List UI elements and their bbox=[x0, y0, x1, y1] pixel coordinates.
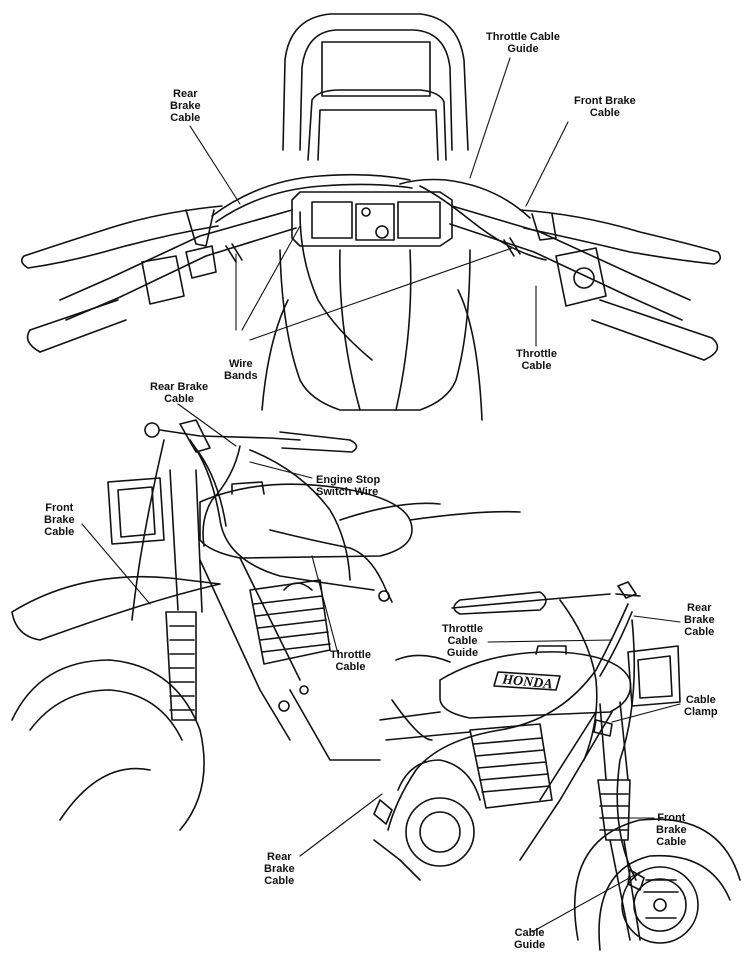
label-throttle-cable-guide-right: Throttle Cable Guide bbox=[442, 623, 483, 659]
right-grip bbox=[591, 299, 713, 361]
label-throttle-cable-left: Throttle Cable bbox=[330, 649, 371, 673]
left-handlebar bbox=[59, 209, 293, 301]
label-wire-bands: Wire Bands bbox=[224, 358, 258, 382]
honda-tank-logo: HONDA bbox=[500, 672, 553, 692]
right-side-view bbox=[373, 581, 741, 951]
handlebar-top-view bbox=[20, 13, 722, 421]
headlight bbox=[307, 89, 447, 161]
rear-brake-cable-top bbox=[211, 173, 411, 217]
label-front-brake-cable-left: Front Brake Cable bbox=[44, 502, 75, 538]
throttle-cable-top bbox=[419, 185, 547, 261]
left-side-view bbox=[11, 419, 521, 831]
rv-handlebar bbox=[451, 593, 611, 609]
lv-throttle-cable bbox=[249, 449, 351, 581]
right-handlebar bbox=[451, 205, 691, 301]
label-engine-stop-switch-wire: Engine Stop Switch Wire bbox=[316, 474, 381, 498]
lv-front-fork bbox=[169, 469, 203, 613]
rv-throttle-cable bbox=[559, 599, 598, 761]
label-cable-guide: Cable Guide bbox=[514, 927, 546, 951]
headlight-visor bbox=[282, 13, 469, 151]
label-throttle-cable-top: Throttle Cable bbox=[516, 348, 557, 372]
lv-front-brake-cable bbox=[131, 439, 165, 621]
rear-brake-lever bbox=[20, 205, 223, 269]
label-rear-brake-cable-top: Rear Brake Cable bbox=[170, 88, 201, 124]
left-grip bbox=[29, 299, 127, 353]
label-cable-clamp: Cable Clamp bbox=[684, 694, 718, 718]
lv-rear-brake-cable bbox=[189, 439, 375, 591]
front-brake-lever bbox=[519, 209, 722, 265]
rv-front-wheel bbox=[573, 818, 741, 941]
lv-fuel-tank bbox=[199, 483, 413, 559]
label-front-brake-cable-top: Front Brake Cable bbox=[574, 95, 636, 119]
lv-headlight bbox=[107, 477, 165, 545]
label-rear-brake-cable-right-top: Rear Brake Cable bbox=[684, 602, 715, 638]
label-front-brake-cable-right: Front Brake Cable bbox=[656, 812, 687, 848]
label-throttle-cable-guide-top: Throttle Cable Guide bbox=[486, 31, 560, 55]
rv-engine bbox=[469, 723, 553, 809]
rv-rear-brake-cable bbox=[387, 603, 629, 831]
front-brake-cable-top bbox=[399, 178, 531, 219]
right-switch-housing bbox=[555, 247, 607, 307]
lv-front-fender bbox=[11, 575, 221, 641]
label-rear-brake-cable-left: Rear Brake Cable bbox=[150, 381, 209, 405]
lv-handlebar bbox=[159, 429, 301, 441]
handlebar-clamp bbox=[291, 191, 453, 247]
lv-front-wheel bbox=[11, 659, 205, 831]
leader-lines bbox=[81, 57, 681, 933]
lv-engine-stop-wire bbox=[202, 445, 241, 547]
fuel-tank bbox=[279, 249, 471, 411]
label-rear-brake-cable-right-bottom: Rear Brake Cable bbox=[264, 851, 295, 887]
rv-fuel-tank bbox=[439, 651, 632, 719]
left-switch-housing bbox=[141, 255, 185, 305]
rv-front-brake-cable bbox=[616, 619, 637, 881]
wire-band-left bbox=[225, 243, 243, 263]
rv-front-fork bbox=[599, 701, 629, 781]
